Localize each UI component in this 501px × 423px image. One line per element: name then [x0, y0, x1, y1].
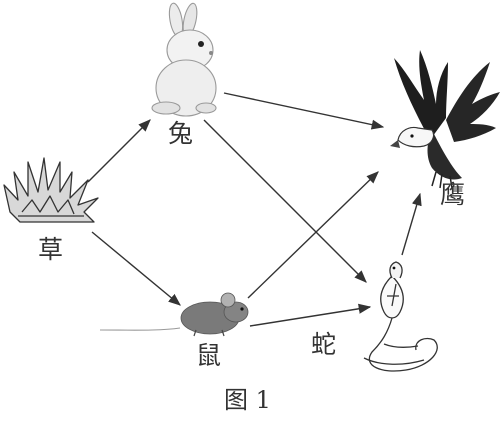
grass-icon [3, 157, 99, 223]
node-label-snake: 蛇 [311, 330, 337, 359]
node-label-rabbit: 兔 [168, 119, 194, 148]
edge-rabbit-snake [203, 119, 367, 283]
edge-mouse-eagle [247, 171, 379, 299]
edge-rabbit-eagle [223, 92, 385, 130]
node-label-grass: 草 [38, 235, 64, 264]
edge-mouse-snake [249, 303, 372, 327]
edge-snake-eagle [401, 192, 422, 256]
node-label-mouse: 鼠 [196, 341, 222, 370]
cobra-icon [363, 261, 438, 372]
edge-grass-rabbit [87, 119, 151, 183]
edge-grass-mouse [91, 231, 181, 306]
rabbit-icon [151, 2, 217, 117]
mouse-icon [99, 292, 249, 337]
node-label-eagle: 鹰 [440, 180, 466, 209]
eagle-icon [390, 50, 500, 189]
figure-caption: 图 1 [224, 386, 271, 414]
